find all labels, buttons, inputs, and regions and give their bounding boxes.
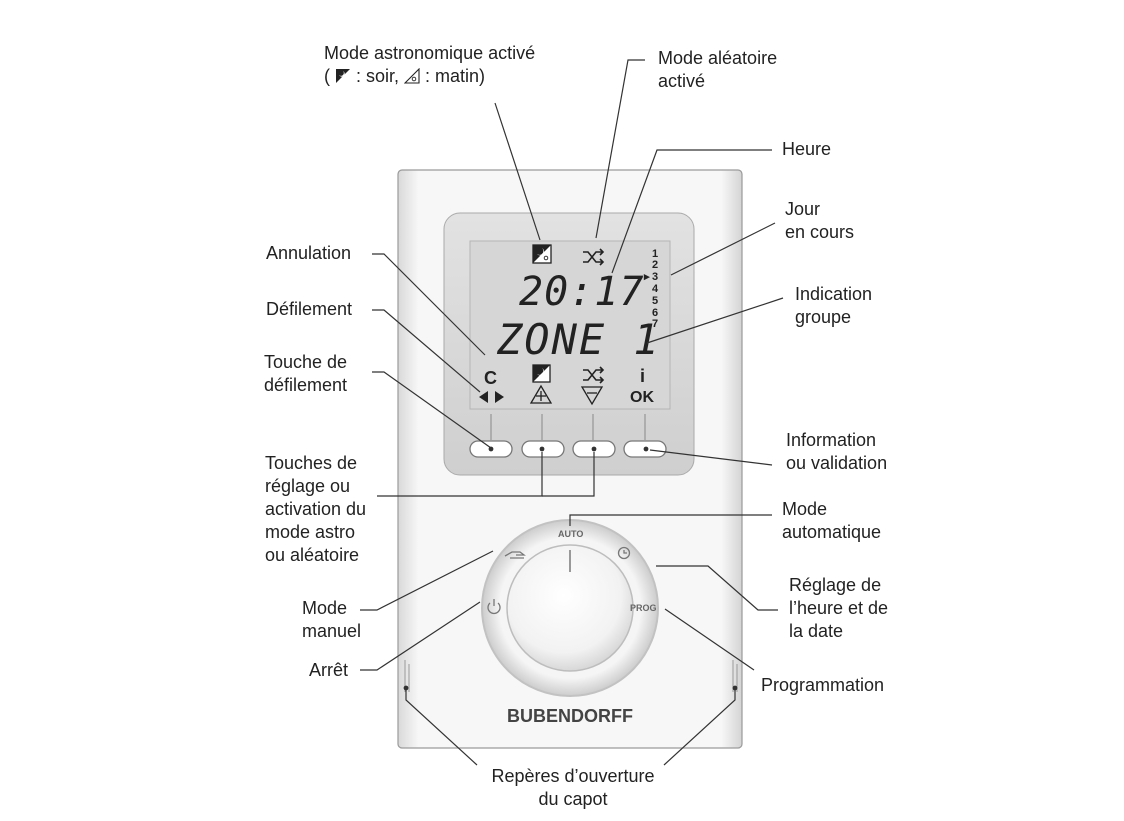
label-adjust-keys: Touches de réglage ou activation du mode… — [265, 452, 366, 567]
lcd-screen — [469, 240, 671, 410]
manual-line1: Mode — [302, 598, 348, 618]
leader-lines — [360, 59, 784, 766]
clock-set-line2: l’heure et de — [789, 598, 889, 618]
minus-triangle-icon — [580, 386, 604, 406]
scroll-line: Défilement — [266, 299, 353, 319]
morning-icon — [403, 67, 420, 84]
sun-moon-icon — [532, 244, 552, 264]
brand-logo: BUBENDORFF — [507, 706, 633, 726]
lcd-time: 20:17 — [519, 269, 644, 315]
day-1: 1 — [652, 248, 658, 260]
manual-line2: manuel — [302, 621, 362, 641]
leader-dots — [403, 446, 738, 691]
info-line1: Information — [786, 430, 877, 450]
cancel-line: Annulation — [266, 243, 352, 263]
adjust-line1: Touches de — [265, 453, 358, 473]
day-6: 6 — [652, 307, 658, 319]
hand-icon — [504, 551, 526, 559]
day-line1: Jour — [785, 199, 821, 219]
group-line1: Indication — [795, 284, 873, 304]
off-line: Arrêt — [309, 660, 349, 680]
time-line: Heure — [782, 139, 832, 159]
plus-triangle-icon — [529, 384, 553, 404]
label-off: Arrêt — [309, 659, 348, 682]
dial-prog-label: PROG — [630, 603, 657, 613]
auto-line2: automatique — [782, 522, 882, 542]
adjust-line5: ou aléatoire — [265, 545, 360, 565]
label-scroll-key: Touche de défilement — [264, 351, 347, 397]
label-scroll: Défilement — [266, 298, 352, 321]
day-4: 4 — [652, 283, 659, 295]
label-group: Indication groupe — [795, 283, 872, 329]
adjust-line4: mode astro — [265, 522, 356, 542]
shuffle-icon — [583, 248, 605, 266]
dial-knob[interactable] — [506, 544, 634, 672]
label-info: Information ou validation — [786, 429, 887, 475]
scroll-key-line1: Touche de — [264, 352, 348, 372]
day-7: 7 — [652, 318, 658, 330]
label-cover: Repères d’ouverture du capot — [480, 765, 666, 811]
astro-mode-title: Mode astronomique activé — [324, 43, 536, 63]
info-line2: ou validation — [786, 453, 888, 473]
auto-line1: Mode — [782, 499, 828, 519]
adjust-line3: activation du — [265, 499, 367, 519]
label-day: Jour en cours — [785, 198, 854, 244]
key-c-label: C — [484, 368, 497, 388]
label-cancel: Annulation — [266, 242, 351, 265]
evening-icon — [336, 69, 350, 83]
day-indicators: 1 2 3 ▸ 4 5 6 7 — [643, 248, 659, 330]
random-mode-line2: activé — [658, 71, 706, 91]
label-random-mode: Mode aléatoire activé — [658, 47, 777, 93]
clock-set-line1: Réglage de — [789, 575, 882, 595]
adjust-line2: réglage ou — [265, 476, 351, 496]
astro-legend-open: ( — [324, 66, 335, 86]
key-i-label: i — [640, 366, 645, 386]
label-astro-mode: Mode astronomique activé ( : soir, : mat… — [324, 42, 535, 88]
label-time: Heure — [782, 138, 831, 161]
sun-moon-icon-key — [532, 364, 551, 383]
cover-line2: du capot — [538, 789, 608, 809]
astro-legend-evening: : soir, — [351, 66, 405, 86]
day-2: 2 — [652, 259, 658, 271]
current-day-marker: ▸ — [643, 271, 650, 283]
group-line2: groupe — [795, 307, 852, 327]
label-prog: Programmation — [761, 674, 884, 697]
key-guides — [490, 414, 646, 440]
lcd-zone: ZONE 1 — [496, 315, 661, 364]
day-3: 3 — [652, 271, 658, 283]
dial-auto-label: AUTO — [558, 529, 583, 539]
arrows-left-right-icon — [479, 391, 504, 403]
clock-icon — [617, 546, 631, 560]
day-line2: en cours — [785, 222, 855, 242]
astro-legend-morning: : matin) — [420, 66, 486, 86]
day-5: 5 — [652, 295, 658, 307]
scroll-key-line2: défilement — [264, 375, 348, 395]
label-clock-set: Réglage de l’heure et de la date — [789, 574, 888, 643]
key-ok-label: OK — [630, 389, 654, 406]
prog-line: Programmation — [761, 675, 885, 695]
astro-mode-legend: ( : soir, : matin) — [324, 65, 535, 88]
power-icon — [487, 599, 501, 615]
shuffle-icon-key — [583, 366, 605, 384]
label-auto-mode: Mode automatique — [782, 498, 881, 544]
label-manual: Mode manuel — [302, 597, 361, 643]
cover-line1: Repères d’ouverture — [491, 766, 655, 786]
clock-set-line3: la date — [789, 621, 844, 641]
random-mode-line1: Mode aléatoire — [658, 48, 778, 68]
